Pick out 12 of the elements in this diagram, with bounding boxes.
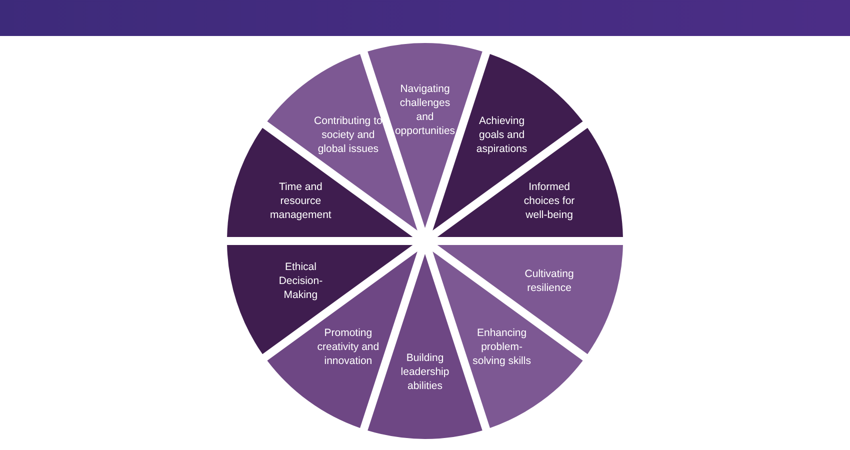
- segment-label: Contributing to society and global issues: [313, 114, 384, 156]
- segment-label: Time and resource management: [269, 180, 332, 222]
- segment-label: Building leadership abilities: [400, 350, 450, 393]
- segment-label: Enhancing problem-solving skills: [472, 326, 532, 368]
- wheel-segment: [437, 245, 623, 354]
- segment-label: Navigating challenges and opportunities: [394, 82, 456, 138]
- segment-label: Achieving goals and aspirations: [475, 114, 528, 156]
- segment-label: Cultivating resilience: [524, 267, 575, 296]
- segment-label: Ethical Decision-Making: [278, 260, 324, 302]
- segment-label: Informed choices for well-being: [522, 180, 576, 222]
- segment-label: Promoting creativity and innovation: [316, 326, 380, 368]
- wheel-segment: [227, 245, 413, 354]
